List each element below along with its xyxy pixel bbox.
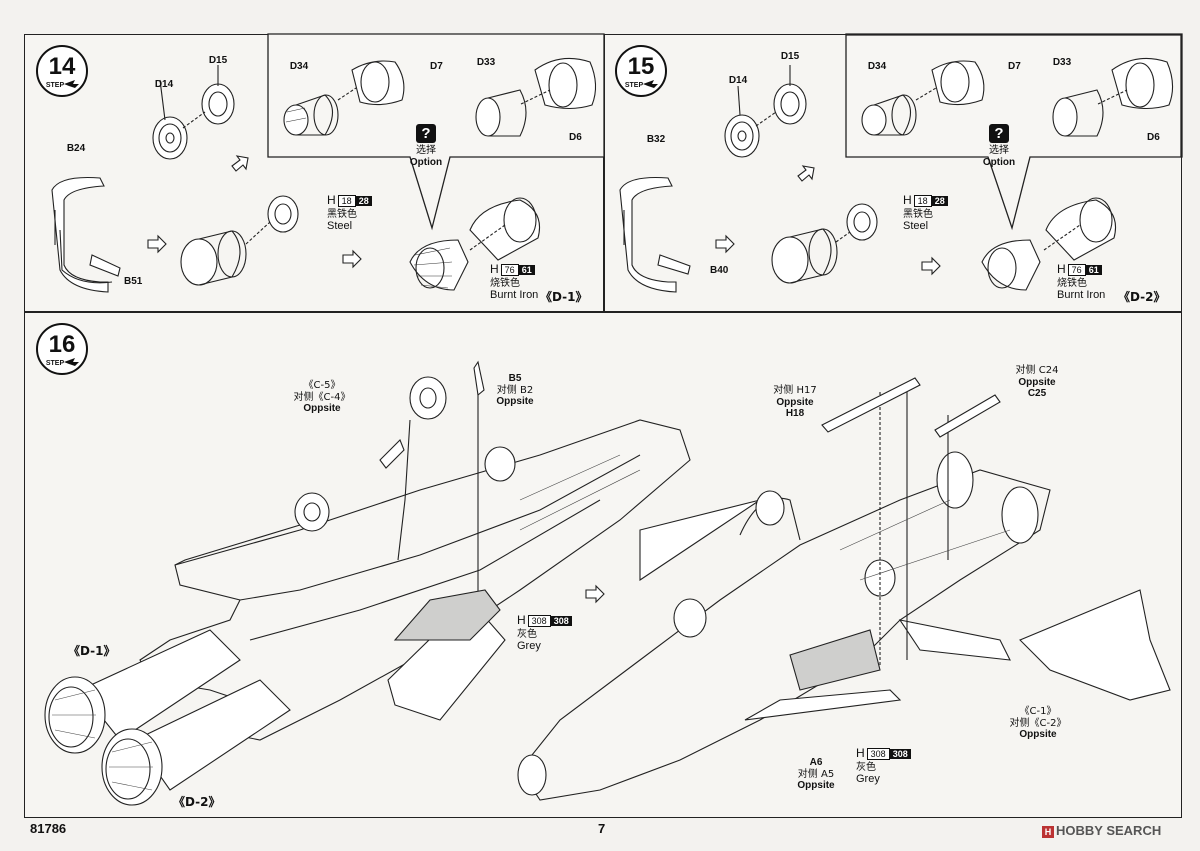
part-label-b24: B24 bbox=[66, 143, 86, 154]
subassembly-label-d1: 《D-1》 bbox=[540, 290, 588, 304]
part-label-b5: B5 对侧 B2 Oppsite bbox=[496, 373, 534, 407]
part-label-a6: A6 对侧 A5 Oppsite bbox=[797, 757, 835, 791]
part-label-b32: B32 bbox=[646, 134, 666, 145]
part-label-c24: 对侧 C24 Oppsite C25 bbox=[1015, 365, 1059, 399]
part-label-c1: 《C-1》 对侧《C-2》 Oppsite bbox=[1009, 706, 1067, 740]
part-label-d33: D33 bbox=[1052, 57, 1072, 68]
part-label-d6: D6 bbox=[1147, 132, 1160, 143]
part-label-d14: D14 bbox=[154, 79, 174, 90]
option-label: 选择 Option bbox=[409, 145, 443, 168]
svg-text:STEP: STEP bbox=[46, 360, 65, 367]
option-icon: ? bbox=[416, 124, 436, 143]
part-label-d34: D34 bbox=[867, 61, 887, 72]
part-label-d6: D6 bbox=[569, 132, 582, 143]
part-label-d15: D15 bbox=[780, 51, 800, 62]
step-16-number: 16 bbox=[49, 331, 76, 358]
subassembly-label-d2: 《D-2》 bbox=[173, 795, 221, 809]
subassembly-label-d2: 《D-2》 bbox=[1118, 290, 1166, 304]
part-label-h17: 对侧 H17 Oppsite H18 bbox=[773, 385, 817, 419]
part-label-b51: B51 bbox=[124, 276, 143, 287]
step-15-number: 15 bbox=[628, 53, 655, 80]
part-label-d33: D33 bbox=[476, 57, 496, 68]
watermark-logo-icon: H bbox=[1042, 826, 1054, 838]
step-14-badge: 14 STEP bbox=[36, 45, 88, 97]
part-label-d7: D7 bbox=[430, 61, 443, 72]
step-16-badge: 16 STEP bbox=[36, 323, 88, 375]
step-15-badge: 15 STEP bbox=[615, 45, 667, 97]
subassembly-label-d1: 《D-1》 bbox=[68, 644, 116, 658]
kit-number: 81786 bbox=[30, 821, 67, 836]
svg-text:STEP: STEP bbox=[46, 82, 65, 89]
part-label-d7: D7 bbox=[1008, 61, 1021, 72]
step-14-number: 14 bbox=[49, 53, 76, 80]
part-label-d15: D15 bbox=[208, 55, 228, 66]
part-label-d34: D34 bbox=[289, 61, 309, 72]
option-icon: ? bbox=[989, 124, 1009, 143]
svg-text:STEP: STEP bbox=[625, 82, 644, 89]
part-label-d14: D14 bbox=[728, 75, 748, 86]
option-label: 选择 Option bbox=[982, 145, 1016, 168]
part-label-c5: 《C-5》 对侧《C-4》 Oppsite bbox=[293, 380, 351, 414]
part-label-b40: B40 bbox=[710, 265, 729, 276]
page-number: 7 bbox=[598, 821, 606, 836]
